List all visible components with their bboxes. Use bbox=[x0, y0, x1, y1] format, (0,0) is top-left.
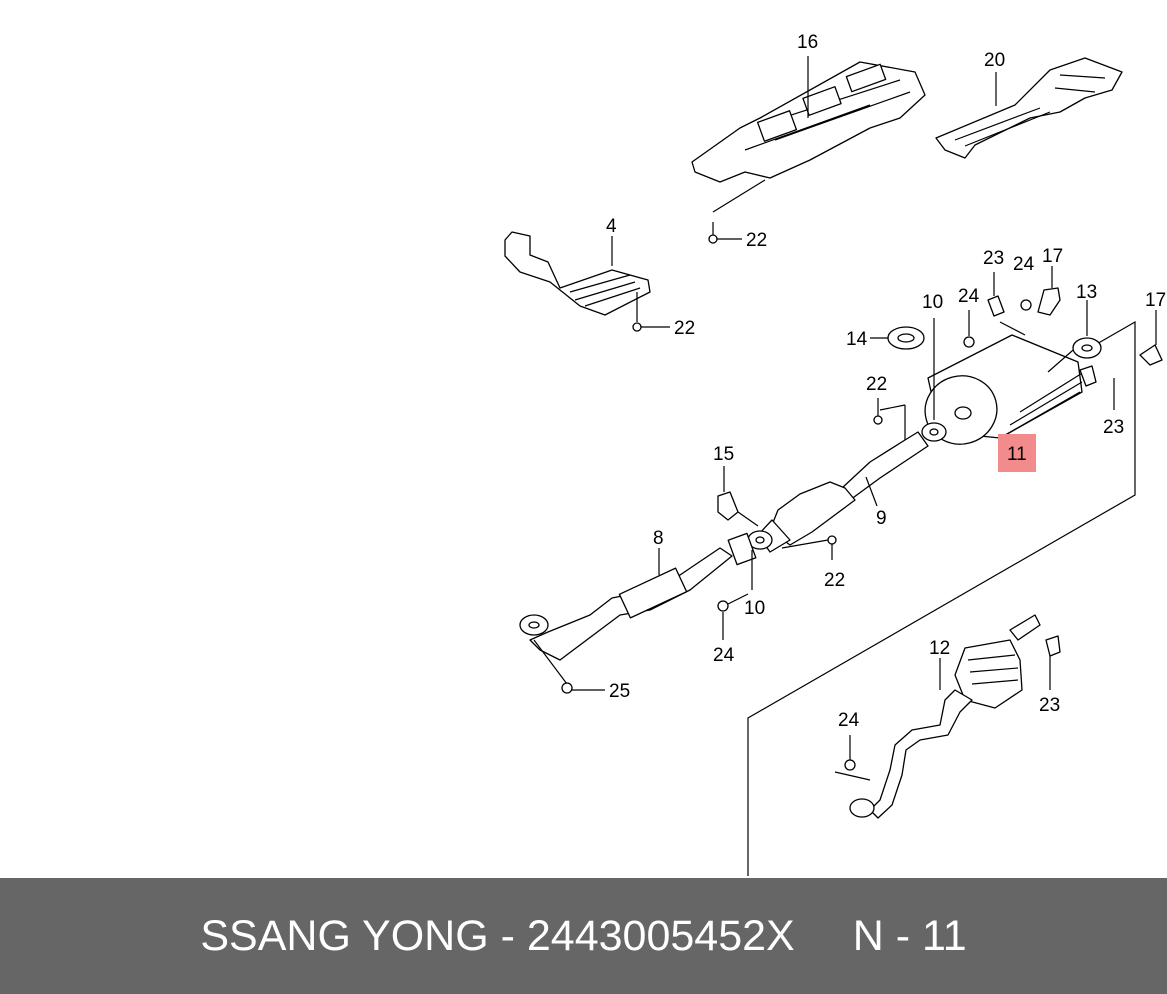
callout-14: 14 bbox=[846, 329, 868, 350]
part-16-shield bbox=[691, 56, 926, 213]
callout-24: 24 bbox=[838, 710, 860, 731]
part-24-nut-lower bbox=[717, 593, 749, 640]
callout-24: 24 bbox=[958, 286, 980, 307]
ref-number-text: N - 11 bbox=[852, 911, 967, 960]
part-25-bolt bbox=[561, 682, 605, 694]
callout-8: 8 bbox=[653, 528, 664, 549]
part-23-hanger-top bbox=[987, 272, 1005, 317]
callout-24: 24 bbox=[713, 645, 735, 666]
part-8-front-pipe bbox=[519, 547, 733, 685]
part-23-hanger-right bbox=[1079, 365, 1115, 410]
callout-22: 22 bbox=[674, 318, 695, 339]
callout-16: 16 bbox=[797, 32, 818, 53]
footer-bar: SSANG YONG - 2443005452X N - 11 bbox=[0, 878, 1167, 994]
part-9-catalytic-pipe bbox=[757, 404, 929, 553]
callout-15: 15 bbox=[713, 444, 734, 465]
callout-10: 10 bbox=[744, 598, 765, 619]
part-13-gasket bbox=[1072, 300, 1102, 359]
part-4-bracket bbox=[504, 222, 742, 332]
part-20-shield bbox=[935, 57, 1123, 159]
part-24-nut-top bbox=[963, 299, 1032, 348]
part-23-hanger-lower bbox=[1045, 635, 1061, 690]
callout-23: 23 bbox=[1039, 695, 1060, 716]
assembly-frame-upper bbox=[747, 320, 1136, 876]
callout-22: 22 bbox=[746, 230, 767, 251]
callout-10: 10 bbox=[922, 292, 943, 313]
exhaust-parts-diagram: 16 20 4 22 22 23 24 17 13 17 10 24 14 22… bbox=[504, 32, 1166, 876]
callout-24: 24 bbox=[1013, 254, 1035, 275]
part-10-gasket-lower bbox=[727, 530, 773, 590]
part-14-mount bbox=[870, 326, 925, 350]
callout-12: 12 bbox=[929, 638, 950, 659]
highlight-box bbox=[998, 434, 1036, 472]
callout-17: 17 bbox=[1145, 290, 1166, 311]
part-22-bolt-cat bbox=[781, 535, 837, 560]
part-17-bracket-top bbox=[1037, 266, 1061, 316]
part-10-gasket-upper bbox=[921, 318, 947, 442]
callout-22: 22 bbox=[824, 570, 845, 591]
callout-13: 13 bbox=[1076, 282, 1097, 303]
callout-4: 4 bbox=[606, 216, 617, 237]
callout-17: 17 bbox=[1042, 246, 1063, 267]
callout-20: 20 bbox=[984, 50, 1005, 71]
callout-23: 23 bbox=[983, 248, 1004, 269]
part-number-text: SSANG YONG - 2443005452X bbox=[200, 911, 795, 960]
part-24-nut-tail bbox=[834, 735, 871, 781]
part-22-bolt-upper bbox=[873, 398, 883, 425]
callout-22: 22 bbox=[866, 374, 887, 395]
callout-11: 11 bbox=[1007, 444, 1027, 465]
callout-25: 25 bbox=[609, 681, 630, 702]
part-17-bracket-right bbox=[1139, 310, 1163, 366]
callout-23: 23 bbox=[1103, 417, 1124, 438]
part-15-hanger bbox=[717, 466, 759, 527]
part-12-tailpipe bbox=[849, 614, 1041, 819]
callout-9: 9 bbox=[876, 508, 887, 529]
